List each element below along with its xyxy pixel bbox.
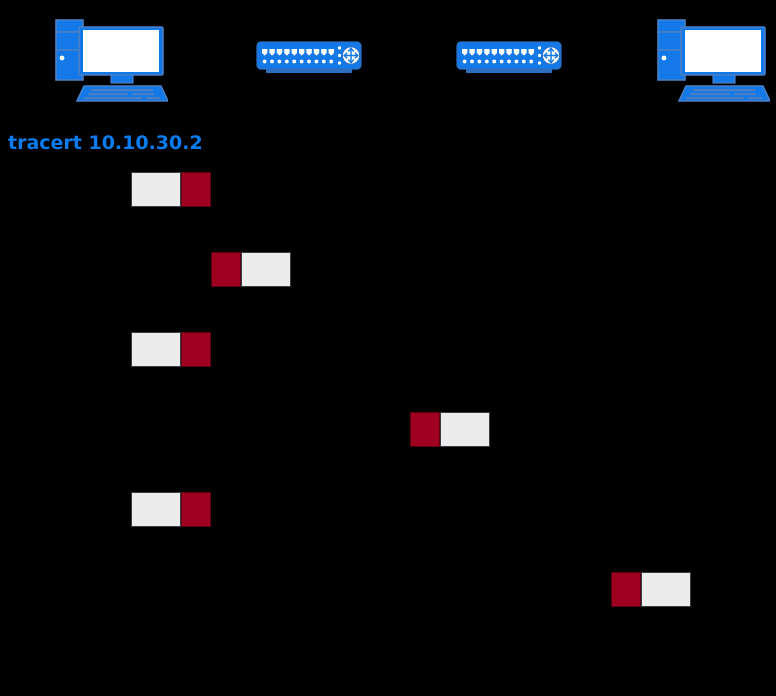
packet-body xyxy=(131,492,181,527)
tracert-command-label: tracert 10.10.30.2 xyxy=(8,132,203,154)
packet-head xyxy=(181,332,211,367)
device-pc-destination xyxy=(655,18,770,103)
desktop-computer-icon xyxy=(655,18,770,103)
packet-6 xyxy=(611,572,691,607)
packet-2 xyxy=(211,252,291,287)
device-router-hop-2 xyxy=(456,40,566,76)
packet-head xyxy=(410,412,440,447)
packet-body xyxy=(131,172,181,207)
packet-head xyxy=(211,252,241,287)
packet-1 xyxy=(131,172,211,207)
packet-body xyxy=(131,332,181,367)
packet-head xyxy=(611,572,641,607)
packet-body xyxy=(241,252,291,287)
network-switch-icon xyxy=(256,40,366,76)
packet-3 xyxy=(131,332,211,367)
device-pc-source xyxy=(53,18,168,103)
packet-5 xyxy=(131,492,211,527)
network-switch-icon xyxy=(456,40,566,76)
packet-head xyxy=(181,492,211,527)
device-router-hop-1 xyxy=(256,40,366,76)
packet-body xyxy=(641,572,691,607)
packet-body xyxy=(440,412,490,447)
packet-4 xyxy=(410,412,490,447)
desktop-computer-icon xyxy=(53,18,168,103)
packet-head xyxy=(181,172,211,207)
